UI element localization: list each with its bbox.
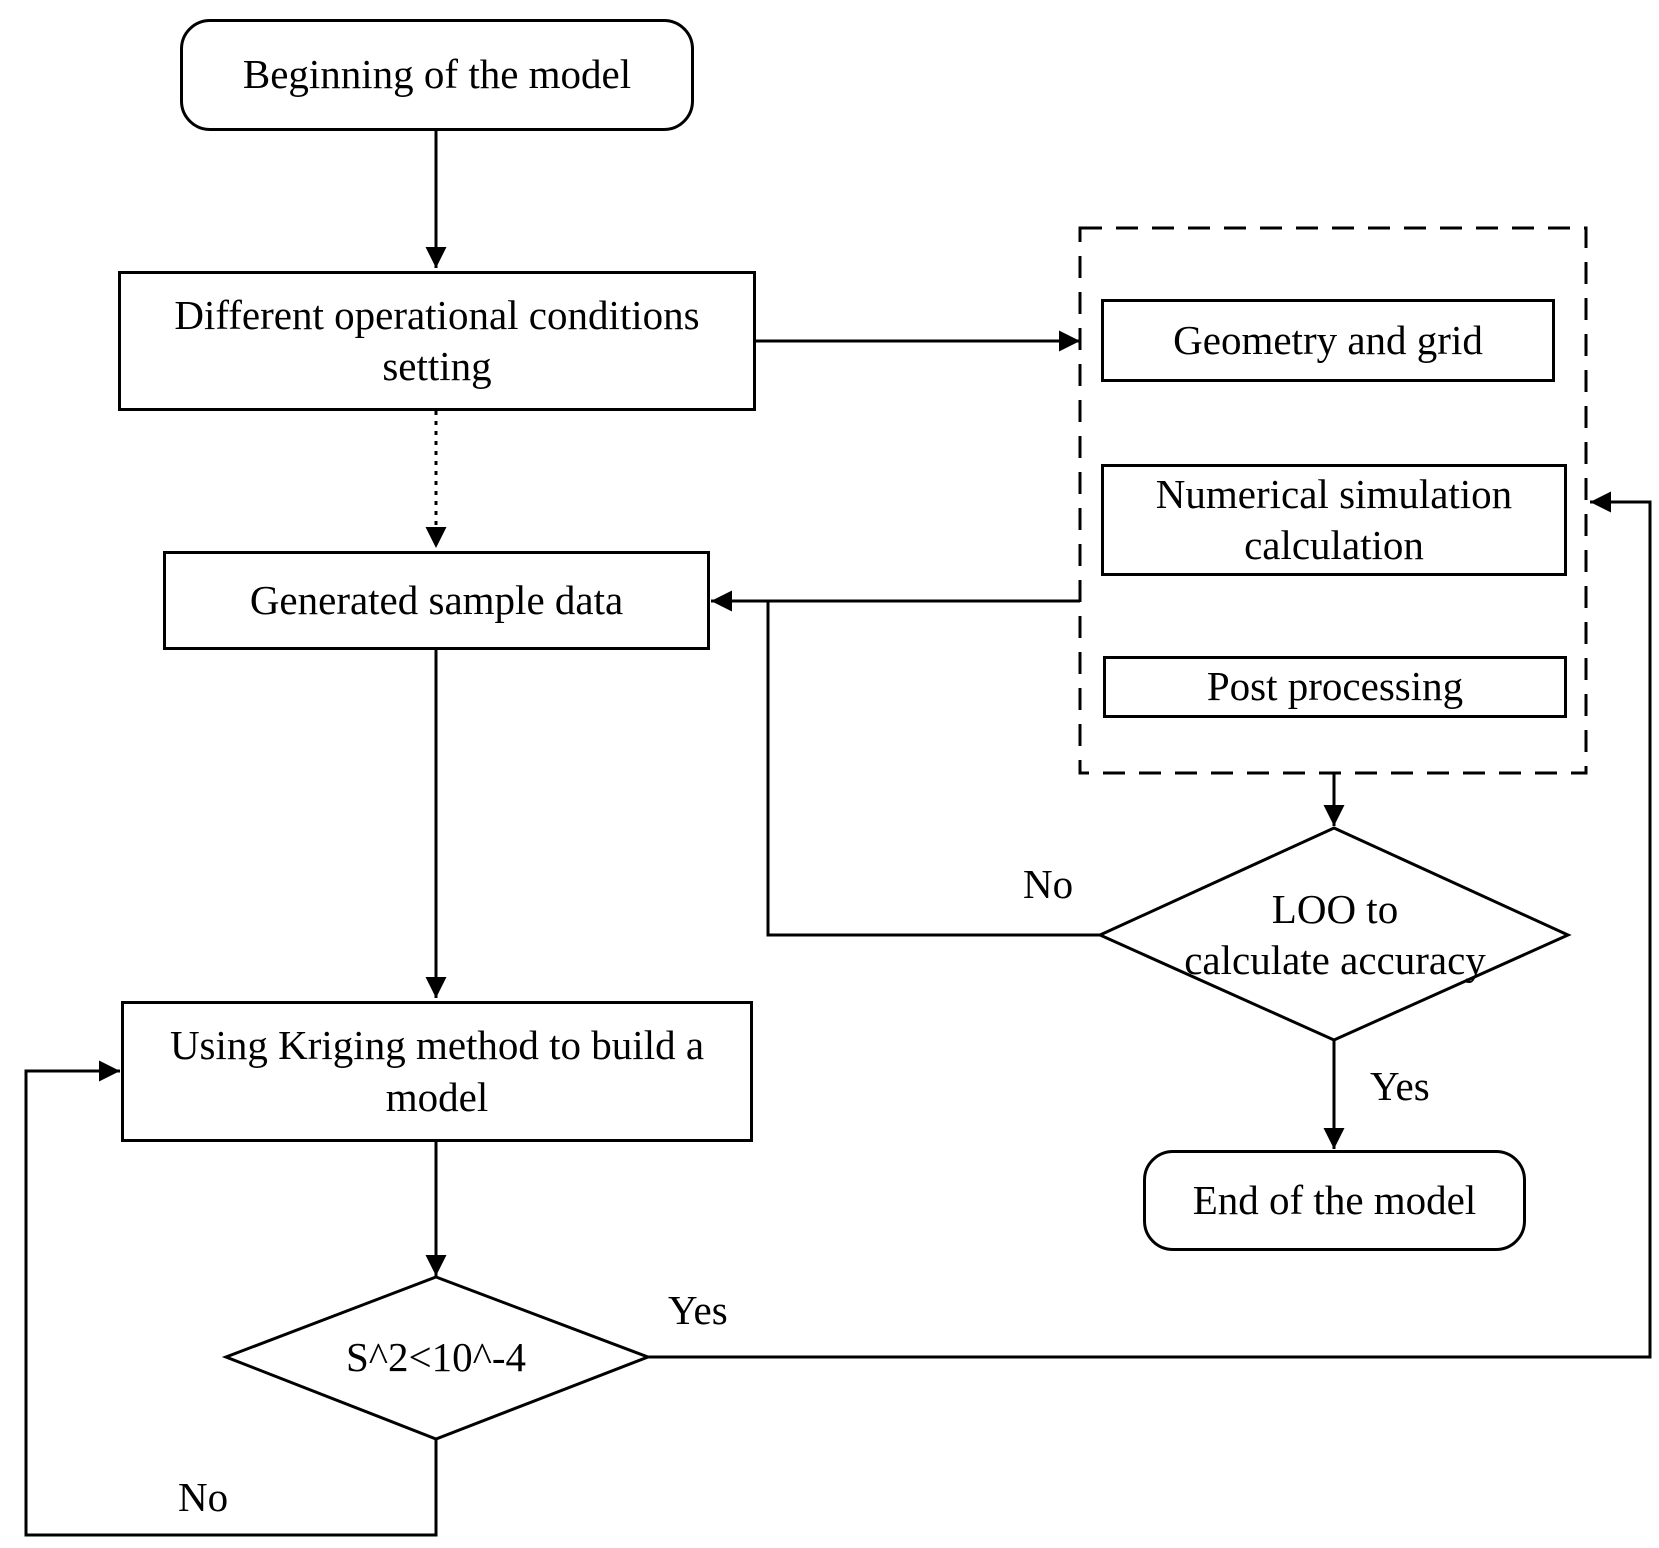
samples-node[interactable]: Generated sample data — [163, 551, 710, 650]
decision-s2-shape — [221, 1275, 653, 1441]
end-node[interactable]: End of the model — [1143, 1150, 1526, 1251]
arrow-check-yes-to-simulation — [648, 491, 1652, 1359]
edge-label-s2-no: No — [178, 1474, 229, 1520]
decision-loo-label[interactable]: LOO to calculate accuracy — [1184, 885, 1486, 983]
conditions-node[interactable]: Different operational conditions setting — [118, 271, 756, 411]
edge-label-loo-no: No — [1023, 861, 1074, 907]
kriging-node[interactable]: Using Kriging method to build a model — [121, 1001, 753, 1142]
start-node[interactable]: Beginning of the model — [180, 19, 694, 131]
decision-loo-shape — [1096, 826, 1572, 1042]
simulation-node[interactable]: Numerical simulation calculation — [1101, 464, 1567, 576]
post-processing-node[interactable]: Post processing — [1103, 656, 1567, 718]
edge-label-s2-yes: Yes — [668, 1287, 728, 1333]
geometry-node[interactable]: Geometry and grid — [1101, 299, 1555, 382]
edge-label-loo-yes: Yes — [1370, 1063, 1430, 1109]
decision-s2-label[interactable]: S^2<10^-4 — [345, 1334, 527, 1381]
arrow-check-no-to-kriging — [24, 1060, 438, 1537]
arrow-loo-no-loop — [766, 601, 1100, 937]
